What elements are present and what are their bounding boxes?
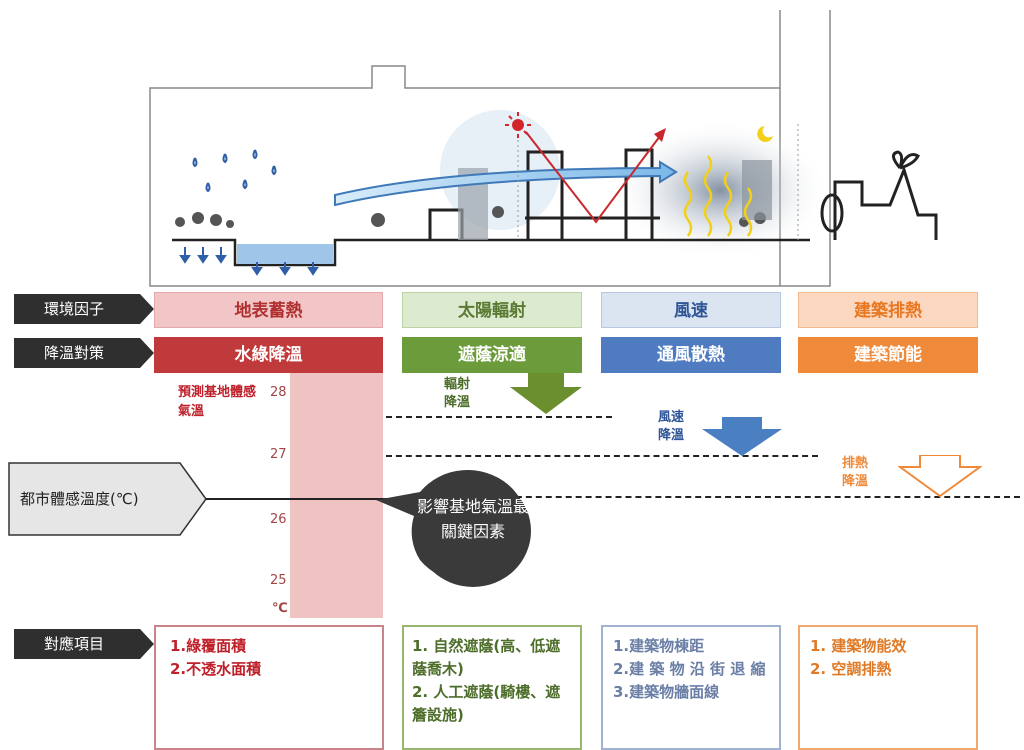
list-item: 2. 空調排熱: [810, 660, 892, 678]
city-temp-label: 都市體感溫度(℃): [20, 490, 139, 508]
list-item: 1.建築物棟距: [613, 637, 705, 655]
strategy-shading: 遮蔭涼適: [402, 337, 582, 373]
radiation-reduction-line: [386, 416, 612, 418]
items-water-green: 1.綠覆面積 2.不透水面積: [154, 625, 384, 750]
strategy-water-green: 水綠降溫: [154, 337, 383, 373]
factor-solar-radiation: 太陽輻射: [402, 292, 582, 328]
tick-26: 26: [270, 512, 287, 527]
list-item: 2.不透水面積: [170, 660, 262, 678]
heat-reduction-label: 排熱降溫: [842, 456, 869, 489]
factor-building-heat: 建築排熱: [798, 292, 978, 328]
row-label-items-text: 對應項目: [44, 635, 105, 653]
strategy-ventilation: 通風散熱: [601, 337, 781, 373]
list-item: 3.建築物牆面線: [613, 683, 720, 701]
tick-28: 28: [270, 385, 287, 400]
city-temp-line: [206, 498, 406, 500]
urban-climate-illustration: [149, 10, 938, 287]
list-item: 2.建 築 物 沿 街 退 縮: [613, 660, 766, 678]
key-factor-bubble: 影響基地氣溫最關鍵因素: [416, 497, 529, 541]
key-factor-bubble-shape: [376, 470, 531, 587]
row-label-strategy: 降溫對策: [14, 338, 154, 368]
items-ventilation: 1.建築物棟距 2.建 築 物 沿 街 退 縮 3.建築物牆面線: [601, 625, 781, 750]
row-label-factors: 環境因子: [14, 294, 154, 324]
wind-reduction-line: [386, 455, 818, 457]
tick-27: 27: [270, 447, 287, 462]
list-item: 1. 建築物能效: [810, 637, 907, 655]
strategy-energy-saving: 建築節能: [798, 337, 978, 373]
city-temp-marker: [8, 462, 207, 536]
factor-surface-heat: 地表蓄熱: [154, 292, 383, 328]
heat-reduction-line: [486, 496, 1020, 498]
tick-unit: ℃: [272, 601, 288, 616]
factor-wind-speed: 風速: [601, 292, 781, 328]
predicted-temp-bar: [290, 373, 383, 618]
row-label-items: 對應項目: [14, 629, 154, 659]
list-item: 1.綠覆面積: [170, 637, 247, 655]
items-energy-saving: 1. 建築物能效 2. 空調排熱: [798, 625, 978, 750]
axis-label: 預測基地體感氣溫: [178, 385, 257, 419]
heat-reduction-arrow: [898, 455, 982, 497]
radiation-reduction-arrow: [510, 373, 582, 414]
tick-25: 25: [270, 573, 287, 588]
row-label-factors-text: 環境因子: [44, 300, 105, 318]
list-item: 2. 人工遮蔭(騎樓、遮簷設施): [412, 683, 561, 724]
list-item: 1. 自然遮蔭(高、低遮蔭喬木): [412, 637, 561, 678]
radiation-reduction-label: 輻射降溫: [444, 377, 471, 410]
items-shading: 1. 自然遮蔭(高、低遮蔭喬木) 2. 人工遮蔭(騎樓、遮簷設施): [402, 625, 582, 750]
wind-reduction-label: 風速降溫: [658, 410, 685, 443]
row-label-strategy-text: 降溫對策: [44, 344, 105, 362]
wind-reduction-arrow: [702, 417, 782, 456]
